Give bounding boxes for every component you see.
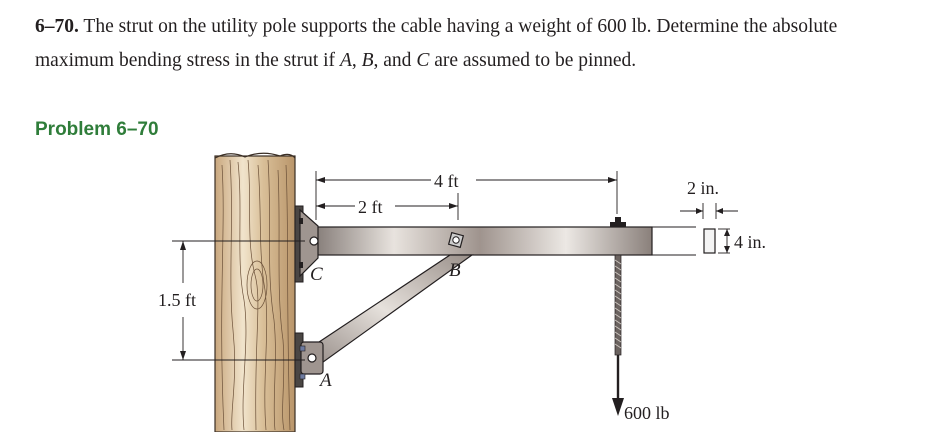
- diagonal-strut: [303, 254, 474, 371]
- cross-section: [680, 203, 738, 254]
- wooden-pole: [214, 152, 296, 432]
- strut-figure: 600 lb 2 in. 4 in. 4 ft 2 ft: [158, 152, 766, 432]
- problem-text-2: are assumed to be pinned.: [429, 50, 637, 71]
- load-arrow: [612, 355, 624, 416]
- dimension-4ft: [315, 171, 618, 220]
- dimension-2ft: [316, 193, 459, 220]
- label-c: C: [310, 264, 323, 285]
- problem-statement: 6–70. The strut on the utility pole supp…: [35, 10, 905, 78]
- dimension-1-5ft: [172, 240, 305, 361]
- label-b: B: [449, 260, 461, 281]
- sep-2: , and: [373, 50, 417, 71]
- dim-1-5ft-label: 1.5 ft: [158, 290, 196, 310]
- label-a: A: [318, 370, 332, 391]
- section-width-label: 2 in.: [687, 178, 719, 198]
- figure-heading: Problem 6–70: [35, 119, 159, 140]
- problem-number: 6–70.: [35, 16, 79, 37]
- dim-4ft-label: 4 ft: [434, 171, 459, 191]
- bracket-c: [294, 205, 319, 283]
- point-a-ref: A: [339, 50, 352, 71]
- horizontal-beam: [307, 226, 696, 256]
- problem-text-1: The strut on the utility pole supports t…: [35, 16, 838, 71]
- point-b-ref: B: [361, 50, 374, 71]
- pin-b: [447, 231, 465, 249]
- dim-2ft-label: 2 ft: [358, 197, 383, 217]
- cable: [610, 217, 626, 356]
- section-height-label: 4 in.: [734, 232, 766, 252]
- point-c-ref: C: [416, 50, 430, 71]
- load-label: 600 lb: [624, 403, 670, 423]
- sep-1: ,: [351, 50, 362, 71]
